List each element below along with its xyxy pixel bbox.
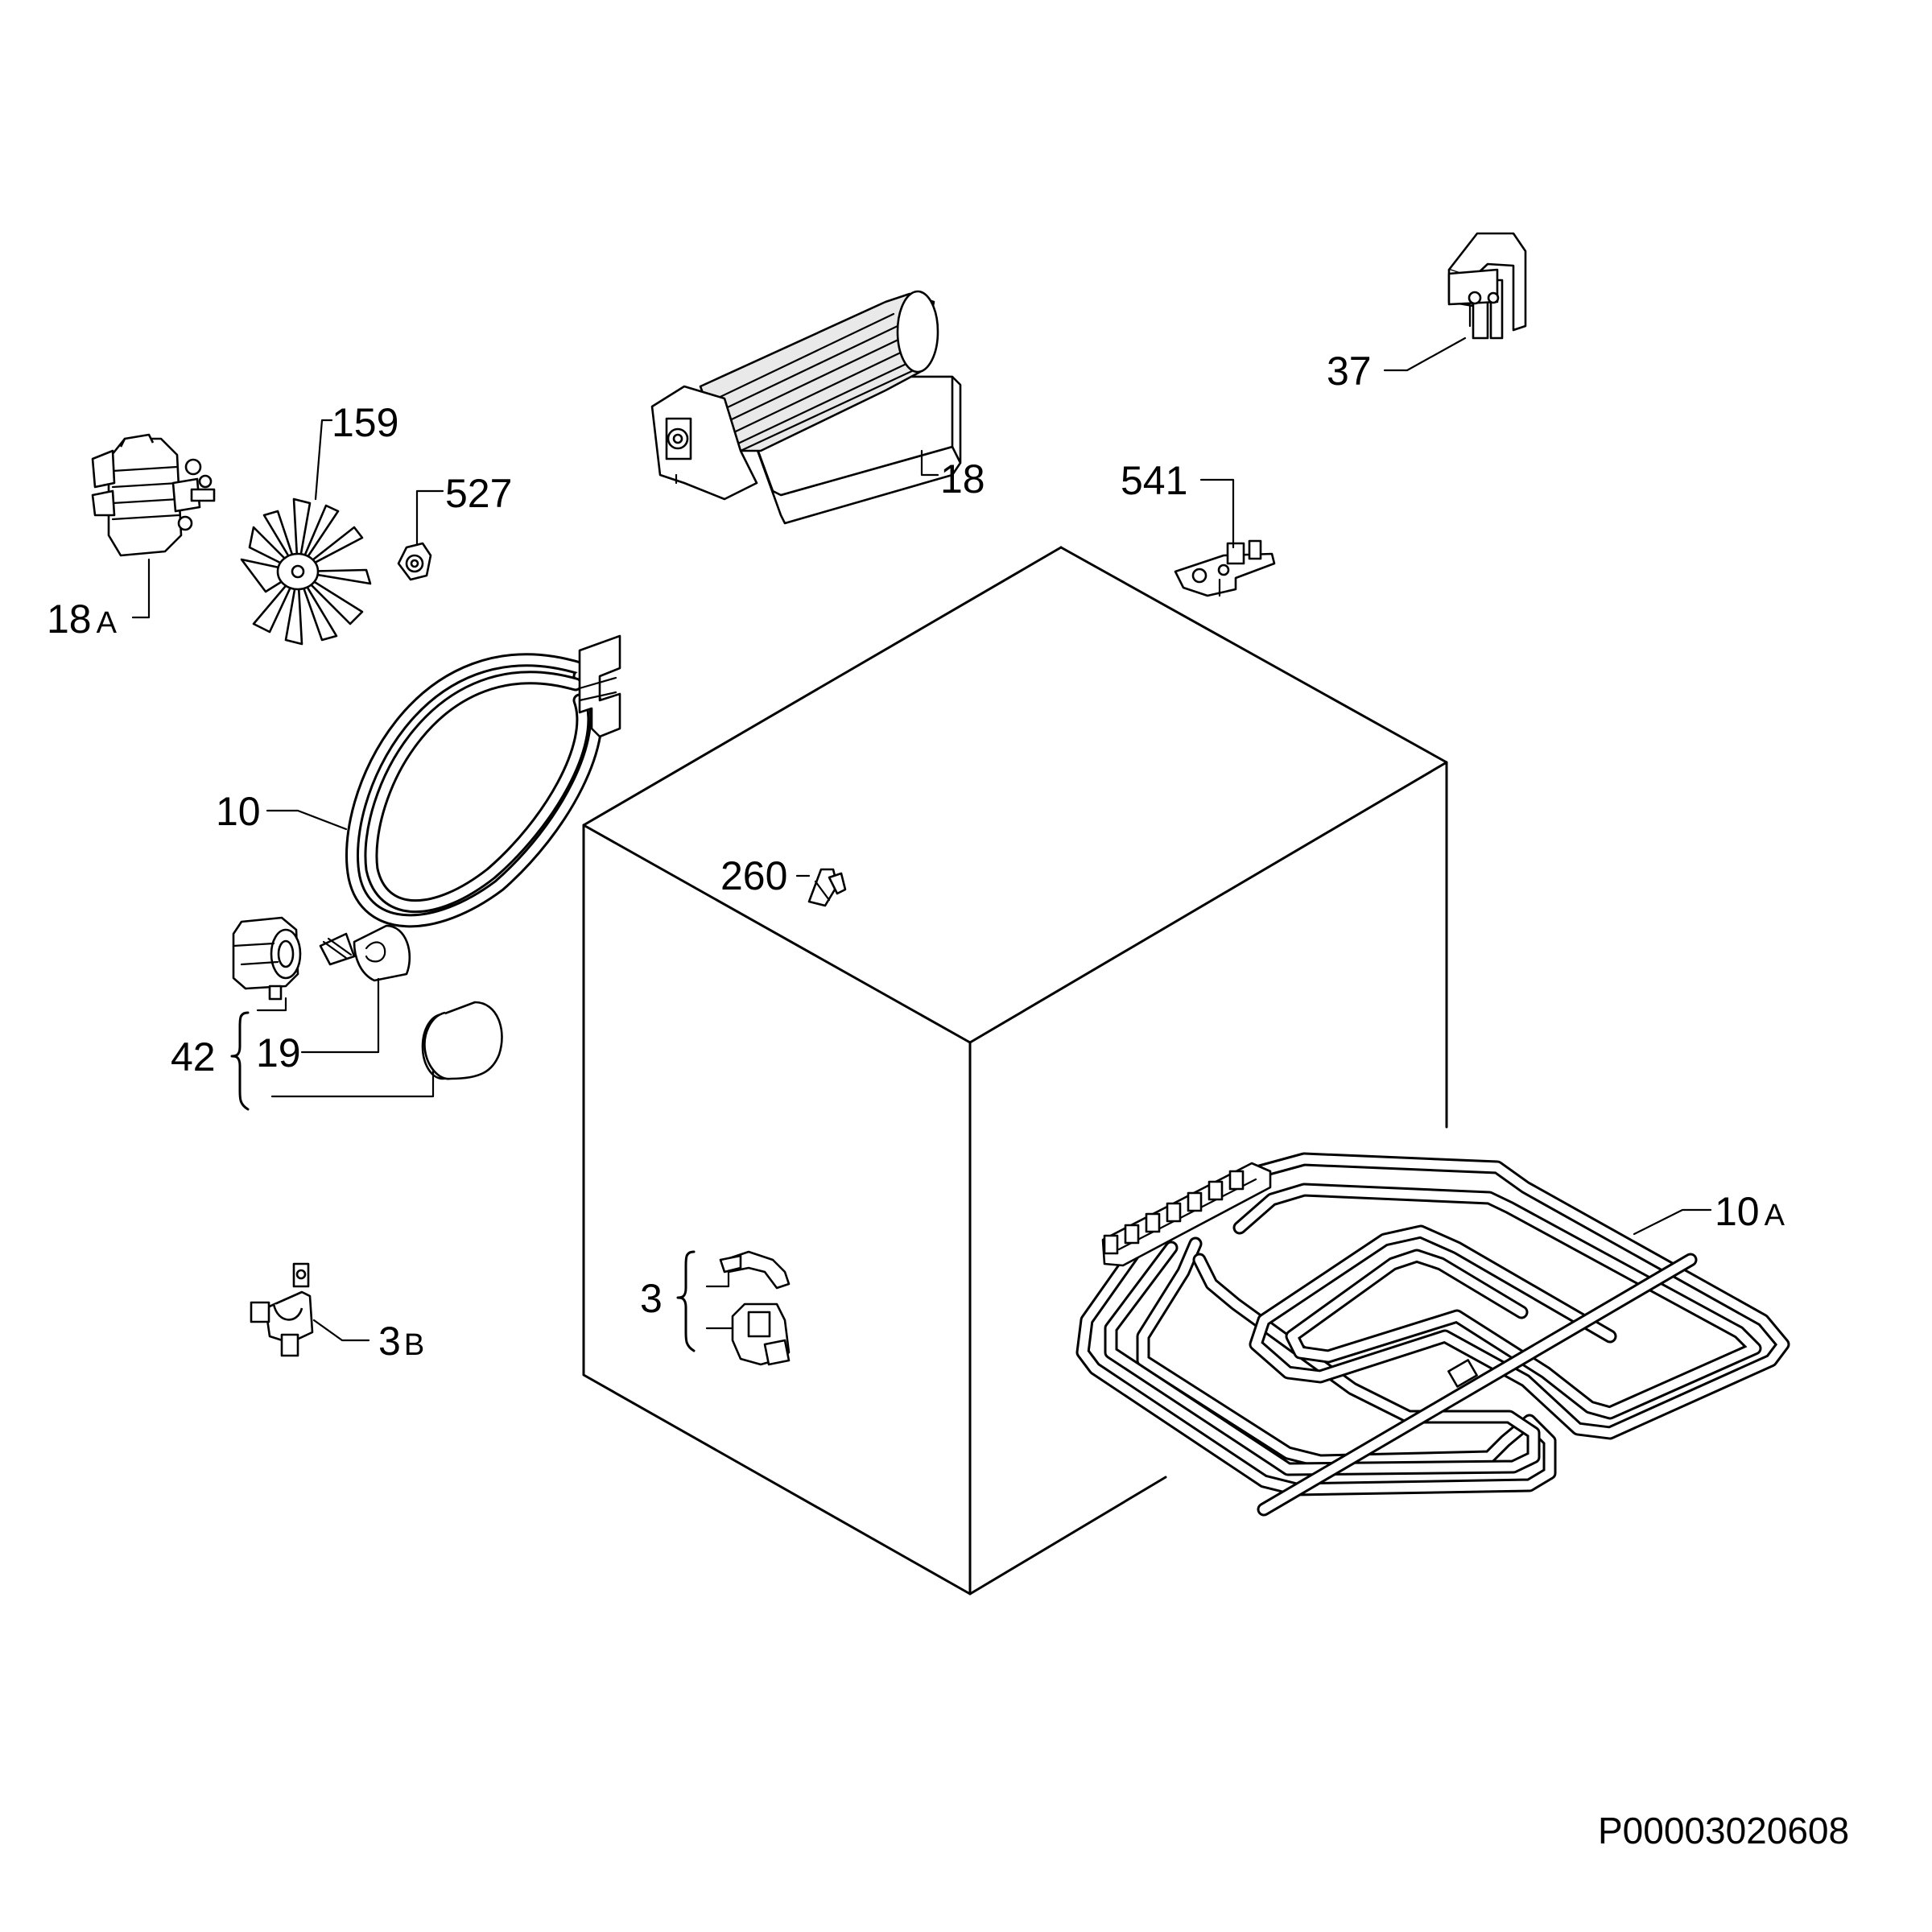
fan-blades: [707, 312, 915, 452]
lamp-cover-part-42: [421, 1001, 503, 1080]
callout-3B-suffix: B: [404, 1328, 424, 1362]
callout-18-number: 18: [940, 456, 985, 502]
callout-3B-number: 3: [378, 1319, 401, 1364]
callout-19-number: 19: [256, 1030, 301, 1075]
circular-heating-element-part-10: [345, 634, 621, 928]
svg-text:260: 260: [720, 853, 787, 898]
callout-18: 18: [940, 456, 985, 502]
leader-159: [314, 419, 333, 501]
callout-10-number: 10: [216, 789, 261, 834]
callout-527: 527: [445, 471, 512, 516]
callout-3: 3: [640, 1276, 663, 1321]
leader-541: [1199, 478, 1235, 549]
callout-19: 19: [256, 1030, 301, 1075]
callout-42-number: 42: [171, 1034, 216, 1080]
lamp-holder-part-42: [232, 916, 302, 1001]
clip-part-260: [807, 868, 847, 907]
terminals: [1103, 1170, 1245, 1255]
callout-541-number: 541: [1121, 458, 1187, 503]
leader-37: [1383, 336, 1467, 372]
svg-text:37: 37: [1327, 349, 1372, 394]
switch-part-3B: [250, 1262, 314, 1357]
grill-heating-element-part-10A: [1075, 1152, 1790, 1517]
nut-part-527: [397, 542, 432, 581]
callout-18A-suffix: A: [97, 606, 118, 640]
leader-18: [920, 449, 939, 477]
svg-text:3: 3: [640, 1276, 663, 1321]
svg-text:42: 42: [171, 1034, 216, 1080]
callout-159: 159: [332, 400, 398, 445]
svg-text:19: 19: [256, 1030, 301, 1075]
leader-18A: [131, 558, 151, 619]
callout-159-number: 159: [332, 400, 398, 445]
svg-text:18: 18: [940, 456, 985, 502]
svg-text:159: 159: [332, 400, 398, 445]
leaders-3: [676, 1250, 734, 1352]
tangential-fan-part-18: [650, 290, 962, 525]
leader-10: [266, 809, 348, 831]
drawing-code: P00003020608: [1598, 1810, 1849, 1852]
terminal-block-part-37: [1447, 232, 1527, 340]
svg-text:18A: 18A: [47, 597, 118, 642]
callout-18A-number: 18: [47, 597, 92, 642]
callout-10A-suffix: A: [1765, 1199, 1785, 1232]
fan-impeller-part-159: [240, 497, 372, 646]
leader-3B: [312, 1319, 370, 1342]
leaders-42-19: [230, 977, 435, 1111]
callout-260: 260: [720, 853, 787, 898]
svg-text:527: 527: [445, 471, 512, 516]
callout-541: 541: [1121, 458, 1187, 503]
callout-42: 42: [171, 1034, 216, 1080]
svg-text:10: 10: [216, 789, 261, 834]
callout-260-number: 260: [720, 853, 787, 898]
callout-37-number: 37: [1327, 349, 1372, 394]
svg-text:541: 541: [1121, 458, 1187, 503]
svg-text:10A: 10A: [1715, 1189, 1785, 1234]
leader-10A: [1633, 1208, 1712, 1236]
connector-part-541: [1174, 539, 1276, 597]
callout-10A-number: 10: [1715, 1189, 1760, 1234]
callout-37: 37: [1327, 349, 1372, 394]
lamp-bulb-part-19: [319, 924, 411, 982]
oven-cavity: [582, 546, 1448, 1596]
callout-3-number: 3: [640, 1276, 663, 1321]
fan-motor-part-18A: [91, 433, 216, 557]
callout-527-number: 527: [445, 471, 512, 516]
leader-527: [415, 489, 444, 547]
switch-components-part-3: [719, 1250, 791, 1366]
svg-text:3B: 3B: [378, 1319, 424, 1364]
callout-10: 10: [216, 789, 261, 834]
